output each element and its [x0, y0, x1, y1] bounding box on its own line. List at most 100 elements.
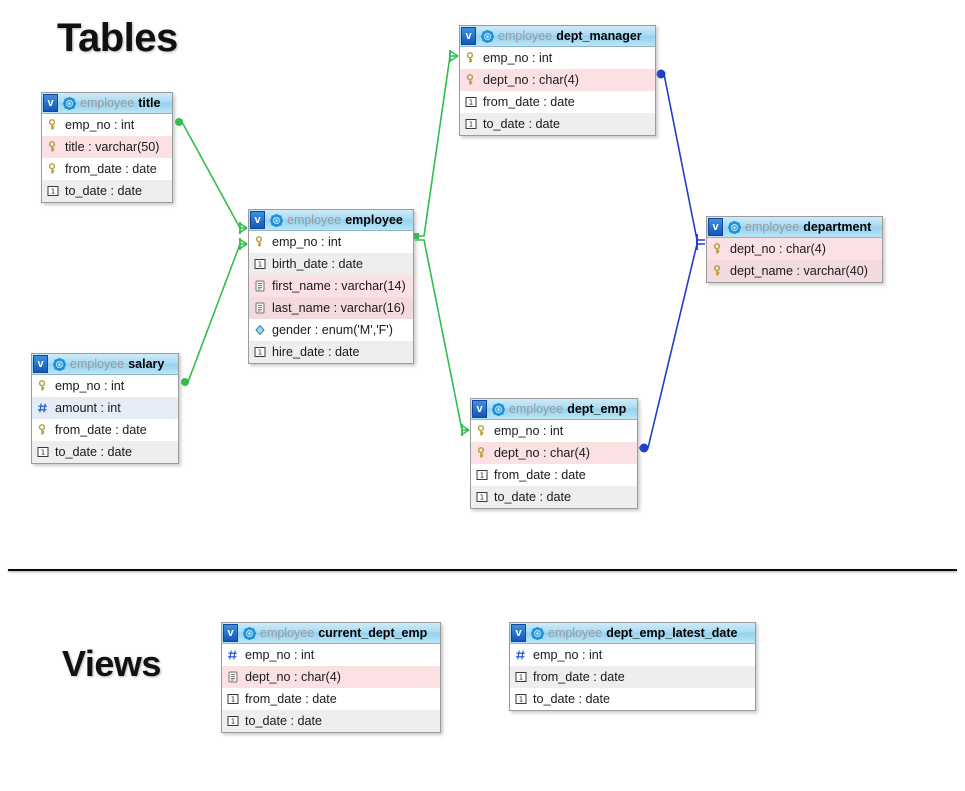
entity-name-label: dept_manager — [556, 29, 642, 43]
entity-column-row[interactable]: emp_no : int — [460, 47, 655, 69]
entity-column-row[interactable]: dept_no : char(4) — [471, 442, 637, 464]
entity-column-label: emp_no : int — [483, 50, 553, 65]
entity-name-label: dept_emp — [567, 402, 627, 416]
entity-schema-label: employee — [548, 626, 603, 640]
gear-icon[interactable] — [530, 626, 544, 640]
numeric-icon — [515, 649, 527, 661]
entity-column-row[interactable]: dept_no : char(4) — [460, 69, 655, 91]
view-badge-icon: v — [250, 211, 265, 229]
key-icon — [47, 162, 59, 175]
entity-column-label: hire_date : date — [272, 345, 360, 359]
key-icon — [476, 446, 488, 459]
svg-text:1: 1 — [51, 188, 55, 196]
entity-column-label: to_date : date — [494, 490, 572, 504]
entity-column-label: dept_no : char(4) — [730, 241, 826, 256]
gear-icon[interactable] — [242, 626, 256, 640]
entity-column-label: dept_no : char(4) — [245, 669, 341, 684]
entity-column-row[interactable]: title : varchar(50) — [42, 136, 172, 158]
date-icon: 1 — [254, 258, 266, 270]
entity-column-row[interactable]: amount : int — [32, 397, 178, 419]
view-badge-icon: v — [472, 400, 487, 418]
svg-text:1: 1 — [519, 673, 523, 681]
entity-column-row[interactable]: 1 to_date : date — [42, 180, 172, 202]
entity-column-row[interactable]: emp_no : int — [471, 420, 637, 442]
numeric-icon — [37, 402, 49, 414]
entity-column-row[interactable]: emp_no : int — [249, 231, 413, 253]
entity-column-row[interactable]: dept_no : char(4) — [222, 666, 440, 688]
entity-column-row[interactable]: 1 to_date : date — [222, 710, 440, 732]
gear-icon[interactable] — [52, 357, 66, 371]
key-icon — [712, 265, 724, 277]
entity-column-row[interactable]: from_date : date — [32, 419, 178, 441]
entity-column-row[interactable]: emp_no : int — [222, 644, 440, 666]
numeric-icon — [227, 649, 239, 661]
svg-text:1: 1 — [480, 471, 484, 479]
key-icon — [254, 235, 266, 248]
entity-column-label: dept_name : varchar(40) — [730, 264, 868, 278]
gear-icon[interactable] — [269, 213, 283, 227]
view-badge-icon: v — [43, 94, 58, 112]
entity-column-row[interactable]: from_date : date — [42, 158, 172, 180]
entity-name-label: title — [138, 96, 161, 110]
entity-name-label: department — [803, 220, 872, 234]
gear-icon[interactable] — [480, 29, 494, 43]
entity-column-label: dept_no : char(4) — [494, 445, 590, 460]
gear-icon[interactable] — [62, 96, 76, 110]
key-icon — [47, 140, 59, 153]
svg-text:1: 1 — [231, 718, 235, 726]
entity-column-label: to_date : date — [245, 714, 323, 728]
entity-column-label: emp_no : int — [272, 234, 342, 249]
key-icon — [37, 423, 49, 436]
entity-column-row[interactable]: first_name : varchar(14) — [249, 275, 413, 297]
entity-column-row[interactable]: 1 birth_date : date — [249, 253, 413, 275]
entity-column-row[interactable]: 1 from_date : date — [510, 666, 755, 688]
gear-icon[interactable] — [491, 402, 505, 416]
entity-column-label: from_date : date — [245, 691, 337, 706]
entity-name-label: salary — [128, 357, 165, 371]
entity-column-row[interactable]: dept_name : varchar(40) — [707, 260, 882, 282]
entity-column-row[interactable]: dept_no : char(4) — [707, 238, 882, 260]
text-icon — [254, 302, 266, 314]
entity-column-label: last_name : varchar(16) — [272, 300, 405, 315]
entity-column-row[interactable]: emp_no : int — [510, 644, 755, 666]
text-icon — [227, 671, 239, 683]
gear-icon[interactable] — [727, 220, 741, 234]
entity-column-row[interactable]: emp_no : int — [42, 114, 172, 136]
entity-column-label: to_date : date — [65, 184, 143, 198]
entity-column-row[interactable]: emp_no : int — [32, 375, 178, 397]
svg-text:1: 1 — [41, 449, 45, 457]
entity-column-row[interactable]: last_name : varchar(16) — [249, 297, 413, 319]
entity-schema-label: employee — [498, 29, 553, 43]
entity-column-row[interactable]: gender : enum('M','F') — [249, 319, 413, 341]
entity-column-label: birth_date : date — [272, 256, 364, 271]
date-icon: 1 — [227, 715, 239, 727]
entity-column-label: from_date : date — [533, 669, 625, 684]
relationship-salary-employee — [181, 238, 248, 386]
entity-schema-label: employee — [70, 357, 125, 371]
relationship-dept_emp-department — [639, 238, 705, 453]
